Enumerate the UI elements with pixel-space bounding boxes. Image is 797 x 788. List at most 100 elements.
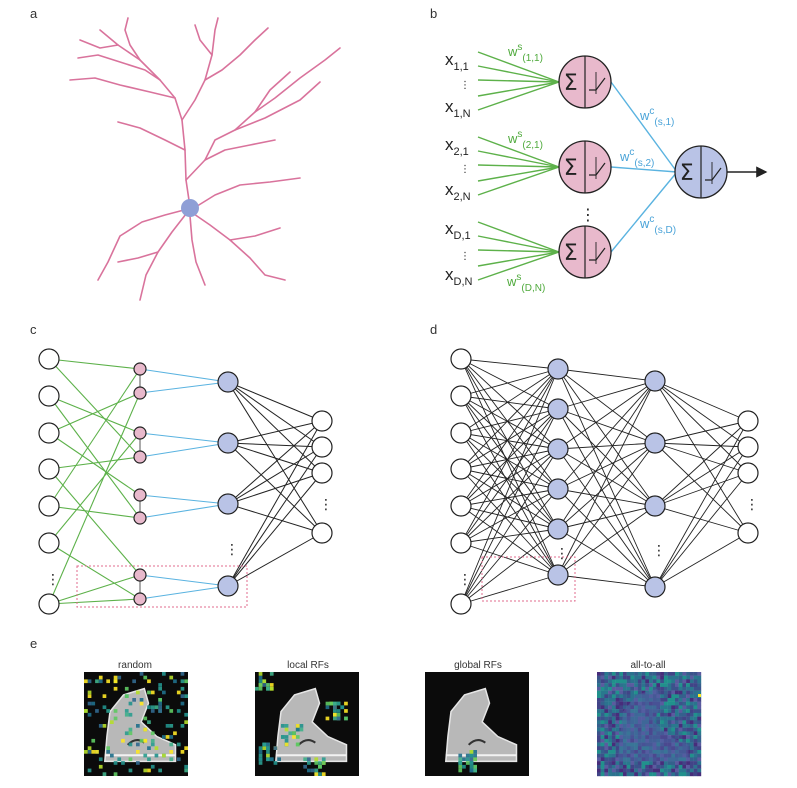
rf-pixel xyxy=(458,757,463,762)
rf-pixel xyxy=(682,712,687,717)
rf-pixel xyxy=(619,709,624,713)
rf-pixel xyxy=(258,757,263,762)
rf-pixel xyxy=(693,694,698,699)
output-node xyxy=(737,436,759,458)
dense-edge xyxy=(460,448,559,470)
rf-pixel xyxy=(611,768,616,773)
dense-edge xyxy=(460,468,559,490)
rf-pixel xyxy=(693,672,698,676)
rf-pixel xyxy=(600,731,605,736)
rf-pixel xyxy=(299,727,304,732)
dense-edge xyxy=(460,408,559,507)
dense-edge xyxy=(557,505,656,576)
rf-pixel xyxy=(675,675,679,680)
rf-pixel xyxy=(693,701,698,706)
dense-edge xyxy=(227,472,323,505)
rf-pixel xyxy=(158,701,162,706)
rf-pixel xyxy=(150,705,155,710)
rf-pixel xyxy=(184,694,188,698)
rf-pixel xyxy=(693,712,698,717)
rf-pixel xyxy=(106,746,110,750)
input-node xyxy=(38,593,60,615)
rf-pixel xyxy=(689,675,694,680)
rf-pixel xyxy=(667,764,672,769)
rf-pixel xyxy=(600,716,605,721)
rf-pixel xyxy=(697,701,702,706)
dendritic-node xyxy=(133,450,147,464)
rf-pixel xyxy=(604,761,609,765)
rf-pixel xyxy=(678,761,683,765)
rf-pixel xyxy=(697,705,702,710)
rf-pixel xyxy=(671,683,676,687)
rf-pixel xyxy=(98,764,103,769)
rf-pixel xyxy=(689,738,694,743)
rf-pixel xyxy=(663,672,668,676)
input-node xyxy=(450,458,472,480)
rf-pixel xyxy=(626,694,631,699)
rf-pixel xyxy=(465,761,470,765)
rf-pixel xyxy=(671,705,676,710)
dense-edge xyxy=(227,381,323,422)
rf-pixel xyxy=(87,746,92,750)
rf-pixel xyxy=(667,694,672,699)
soma-node xyxy=(217,493,239,515)
rf-pixel xyxy=(678,690,683,695)
rf-pixel xyxy=(84,750,88,754)
rf-pixel xyxy=(660,679,664,684)
synapse-edge xyxy=(477,150,560,168)
rf-pixel xyxy=(689,724,694,728)
rf-pixel xyxy=(611,716,616,721)
output-node xyxy=(311,436,333,458)
rf-pixel xyxy=(102,724,107,728)
rf-pixel xyxy=(689,679,694,684)
rf-pixel xyxy=(269,672,274,676)
rf-pixel xyxy=(626,768,631,773)
rf-pixel xyxy=(693,716,698,721)
rf-pixel xyxy=(641,683,646,687)
rf-pixel xyxy=(336,701,341,706)
rf-pixel xyxy=(667,720,672,725)
rf-pixel xyxy=(113,679,118,684)
rf-pixel xyxy=(663,716,668,721)
rf-pixel xyxy=(608,746,612,751)
rf-pixel xyxy=(671,772,676,777)
dense-edge xyxy=(460,408,559,470)
rf-pixel xyxy=(608,757,612,762)
rf-pixel xyxy=(84,709,88,713)
rf-pixel xyxy=(697,772,702,777)
rf-pixel xyxy=(693,738,698,743)
rf-pixel xyxy=(656,772,661,777)
rf-pixel xyxy=(458,761,463,765)
rf-pixel xyxy=(136,724,140,728)
rf-pixel xyxy=(686,683,690,687)
rf-pixel xyxy=(180,750,185,754)
rf-pixel xyxy=(307,761,311,765)
rf-pixel xyxy=(95,750,99,754)
rf-pixel xyxy=(634,683,638,687)
rf-pixel xyxy=(656,675,661,680)
rf-pixel xyxy=(462,764,466,769)
rf-pixel xyxy=(600,686,605,691)
rf-pixel xyxy=(682,686,687,691)
rf-pixel xyxy=(150,709,155,713)
vertical-ellipsis-subunits: ⋮ xyxy=(580,205,596,224)
rf-pixel xyxy=(652,675,657,680)
rf-pixel xyxy=(682,698,687,702)
rf-pixel xyxy=(663,679,668,684)
rf-pixel xyxy=(660,772,664,777)
rf-pixel xyxy=(697,768,702,773)
rf-pixel xyxy=(660,764,664,769)
dendritic-subunit-1-icon: Σ xyxy=(558,55,612,109)
synapse-edge xyxy=(477,136,560,168)
rf-pixel xyxy=(158,705,162,710)
rf-pixel xyxy=(645,768,650,773)
dense-edge xyxy=(654,380,749,474)
rf-pixel xyxy=(619,772,624,777)
rf-pixel xyxy=(597,705,601,710)
rf-pixel xyxy=(615,731,620,736)
output-node xyxy=(311,462,333,484)
rf-pixel xyxy=(671,720,676,725)
rf-pixel xyxy=(619,683,624,687)
dense-edge xyxy=(460,432,559,490)
